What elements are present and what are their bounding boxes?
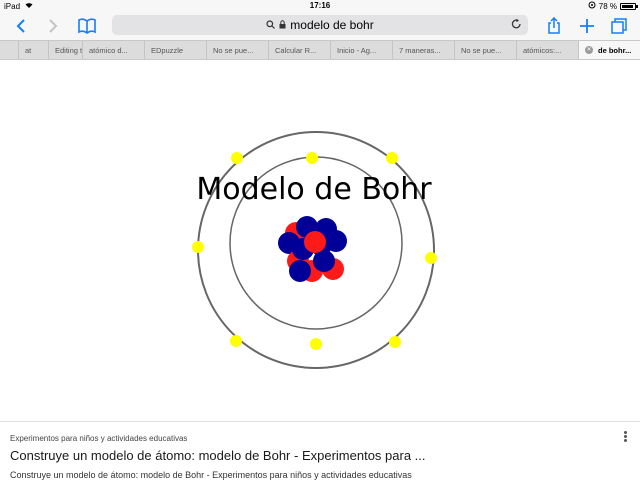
lock-icon <box>279 18 286 32</box>
bohr-model-image: Modelo de Bohr <box>192 131 437 369</box>
tab-item[interactable]: atómicos:... <box>516 41 578 59</box>
electron <box>306 152 318 164</box>
tab-item[interactable]: No se pue... <box>206 41 268 59</box>
forward-icon[interactable] <box>42 15 64 37</box>
battery-level <box>622 4 633 8</box>
tab-strip: at Editing t atómico d... EDpuzzle No se… <box>0 40 640 60</box>
reload-icon[interactable] <box>511 18 522 33</box>
browser-toolbar: modelo de bohr <box>0 12 640 40</box>
neutron <box>325 230 347 252</box>
location-icon <box>588 1 596 11</box>
tab-item[interactable]: 7 maneras... <box>392 41 454 59</box>
electron <box>231 152 243 164</box>
wifi-icon <box>24 1 34 11</box>
image-viewer[interactable]: Modelo de Bohr <box>0 61 640 421</box>
share-icon[interactable] <box>543 15 565 37</box>
clock: 17:16 <box>309 1 331 10</box>
tab-item[interactable]: atómico d... <box>82 41 144 59</box>
result-source: Experimentos para niños y actividades ed… <box>10 434 188 443</box>
back-icon[interactable] <box>10 15 32 37</box>
result-title[interactable]: Construye un modelo de átomo: modelo de … <box>10 448 426 463</box>
electron <box>192 241 204 253</box>
electron <box>425 252 437 264</box>
battery-percent: 78 % <box>598 1 617 11</box>
battery-icon <box>620 2 638 10</box>
proton <box>304 231 326 253</box>
status-bar: iPad 17:16 78 % <box>0 0 640 12</box>
close-tab-icon[interactable]: ✕ <box>585 46 593 54</box>
tab-item[interactable]: Editing t <box>48 41 82 59</box>
search-icon <box>266 18 276 32</box>
tab-item[interactable]: at <box>18 41 48 59</box>
tab-item[interactable]: Inicio - Ag... <box>330 41 392 59</box>
tabs-icon[interactable] <box>608 15 630 37</box>
tab-item[interactable]: EDpuzzle <box>144 41 206 59</box>
electron <box>310 338 322 350</box>
tab-item-active[interactable]: ✕ de bohr... <box>578 41 640 59</box>
neutron <box>313 250 335 272</box>
tab-item[interactable]: Calcular R... <box>268 41 330 59</box>
address-text: modelo de bohr <box>290 18 374 32</box>
image-heading: Modelo de Bohr <box>196 172 432 207</box>
result-snippet: Construye un modelo de átomo: modelo de … <box>10 470 412 480</box>
bookmarks-icon[interactable] <box>76 15 98 37</box>
electron <box>389 336 401 348</box>
nucleus <box>278 216 347 282</box>
electron <box>230 335 242 347</box>
divider <box>0 421 640 422</box>
more-options-icon[interactable] <box>618 430 632 446</box>
electron <box>386 152 398 164</box>
tab-item[interactable]: No se pue... <box>454 41 516 59</box>
electrons <box>192 152 437 350</box>
device-name: iPad <box>4 1 21 11</box>
neutron <box>289 260 311 282</box>
search-result-card[interactable]: Experimentos para niños y actividades ed… <box>0 422 640 480</box>
address-bar[interactable]: modelo de bohr <box>112 15 528 35</box>
new-tab-icon[interactable] <box>576 15 598 37</box>
